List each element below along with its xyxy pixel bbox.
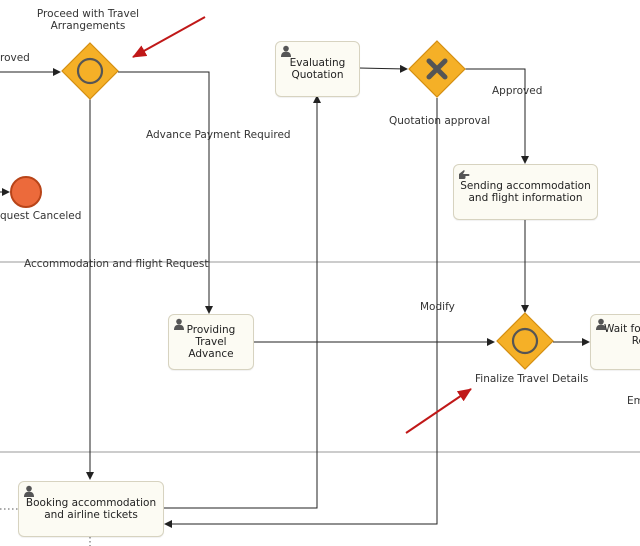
- flow-label-approved-right: Approved: [492, 85, 543, 97]
- flow-booking-to-evaluating: [163, 95, 321, 509]
- task-sending-information[interactable]: Sending accommodation and flight informa…: [453, 164, 598, 220]
- circle-icon: [511, 327, 539, 355]
- finalize-gateway-label: Finalize Travel Details: [475, 373, 589, 385]
- task-label: Evaluating Quotation: [289, 56, 346, 81]
- circle-icon: [76, 57, 104, 85]
- flow-label-approved-left: roved: [0, 52, 30, 64]
- end-event-label: quest Canceled: [0, 210, 82, 222]
- user-icon: [24, 485, 34, 497]
- user-icon: [281, 45, 291, 57]
- proceed-gateway-label: Proceed with Travel Arrangements: [36, 8, 140, 32]
- request-canceled-end-event[interactable]: [10, 176, 42, 208]
- flow-label-advance-required: Advance Payment Required: [146, 129, 291, 141]
- flow-label-modify: Modify: [420, 301, 455, 313]
- user-icon: [174, 318, 184, 330]
- flow-label-em: Em: [627, 395, 640, 407]
- hand-icon: [459, 170, 470, 179]
- quotation-gateway-label: Quotation approval: [389, 115, 491, 127]
- task-providing-travel-advance[interactable]: Providing Travel Advance: [168, 314, 254, 370]
- quotation-gateway[interactable]: [408, 40, 466, 98]
- flow-quotation-modify-to-booking: [164, 98, 438, 528]
- task-label: Providing Travel Advance: [186, 323, 236, 361]
- x-icon: [426, 58, 448, 80]
- task-booking-accommodation[interactable]: Booking accommodation and airline ticket…: [18, 481, 164, 537]
- flow-quotation-to-sending: [465, 68, 529, 164]
- task-wait-for[interactable]: Wait for Re: [590, 314, 640, 370]
- task-evaluating-quotation[interactable]: Evaluating Quotation: [275, 41, 360, 97]
- user-icon: [596, 318, 606, 330]
- annotation-arrow-top: [132, 16, 206, 58]
- flow-evaluating-to-quotation: [358, 64, 408, 73]
- annotation-arrow-bottom: [405, 388, 472, 434]
- task-label: Sending accommodation and flight informa…: [460, 179, 591, 204]
- proceed-gateway[interactable]: [61, 42, 119, 100]
- task-label: Wait for Re: [604, 322, 640, 347]
- lane-label: Accommodation and flight Request: [24, 258, 209, 270]
- task-label: Booking accommodation and airline ticket…: [25, 496, 157, 521]
- finalize-gateway[interactable]: [496, 312, 554, 370]
- flow-proceed-to-providing: [118, 71, 213, 314]
